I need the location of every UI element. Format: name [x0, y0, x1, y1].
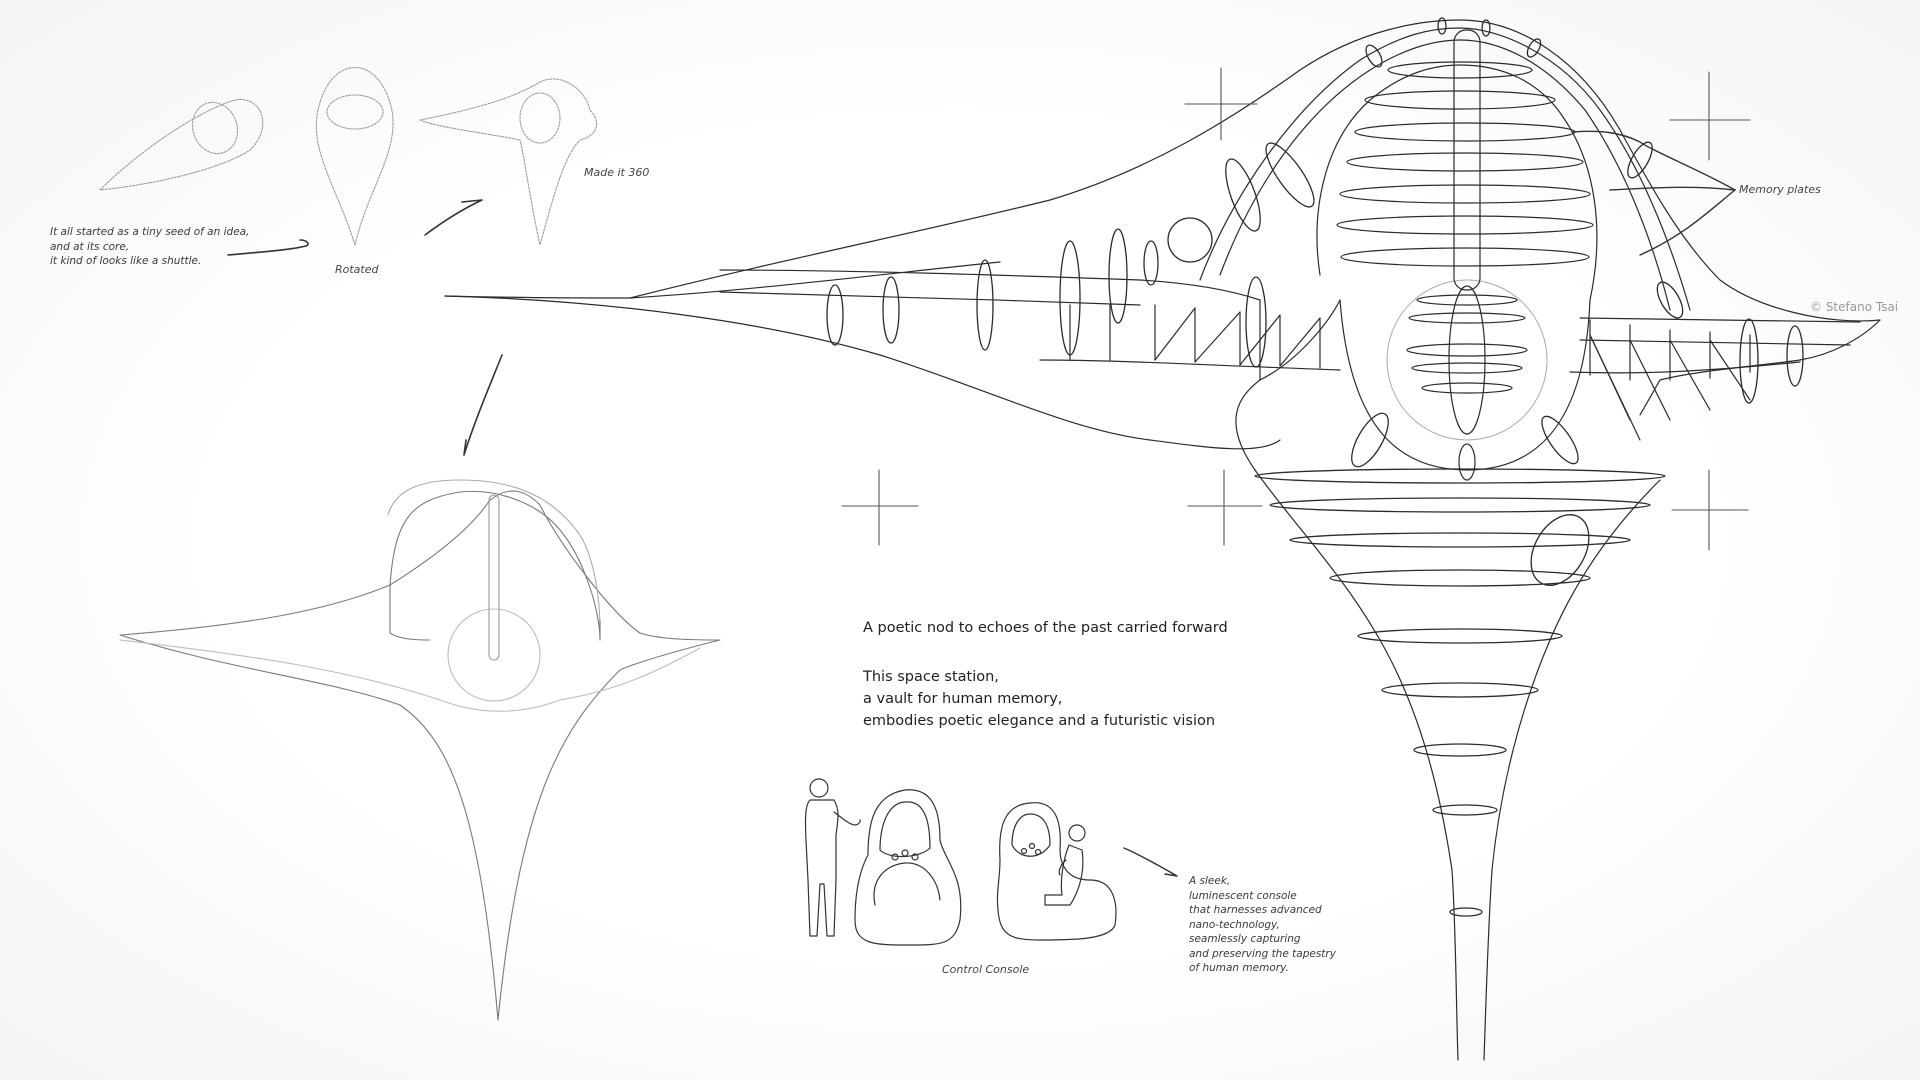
console-description: A sleek, luminescent console that harnes…: [1189, 874, 1336, 976]
memory-plates: [1336, 61, 1594, 394]
rotated-sketch: [315, 66, 394, 246]
seed-note-line: and at its core,: [50, 240, 130, 253]
console-description-line: luminescent console: [1189, 889, 1297, 902]
console-description-line: A sleek,: [1189, 875, 1231, 887]
360-sketch: [419, 78, 598, 246]
made-360-label: Made it 360: [584, 166, 650, 179]
console-description-line: nano-technology,: [1189, 918, 1280, 931]
station-side-view: [119, 479, 721, 1021]
crosshair-marks: [841, 67, 1751, 551]
console-description-line: of human memory.: [1189, 962, 1289, 974]
rotated-label: Rotated: [335, 263, 379, 276]
console-pod-left: [854, 789, 962, 946]
memory-plates-leaders: [1571, 130, 1736, 256]
statement-line: embodies poetic elegance and a futuristi…: [863, 713, 1216, 729]
credit-label: © Stefano Tsai: [1810, 300, 1899, 314]
control-console-label: Control Console: [942, 963, 1030, 976]
console-description-line: and preserving the tapestry: [1189, 947, 1336, 960]
seed-note: It all started as a tiny seed of an idea…: [50, 225, 249, 269]
console-description-line: seamlessly capturing: [1189, 933, 1301, 945]
seated-figure: [1044, 824, 1086, 906]
stem-rings: [1254, 468, 1666, 917]
arrow-icon: [227, 199, 503, 456]
statement-line: a vault for human memory,: [863, 691, 1063, 707]
memory-plates-label: Memory plates: [1739, 183, 1821, 196]
console-pod-right: [996, 802, 1117, 941]
statement-body: This space station, a vault for human me…: [863, 666, 1215, 732]
seed-sketch: [99, 98, 264, 191]
space-station-render: [444, 19, 1881, 1061]
statement-headline: A poetic nod to echoes of the past carri…: [863, 620, 1228, 636]
seed-note-line: it kind of looks like a shuttle.: [50, 255, 202, 267]
statement-line: This space station,: [863, 669, 999, 685]
arrow-icon: [1123, 847, 1178, 877]
wing-rings: [826, 17, 1804, 586]
standing-figure: [804, 778, 861, 937]
seed-note-line: It all started as a tiny seed of an idea…: [50, 226, 250, 238]
console-description-line: that harnesses advanced: [1189, 904, 1322, 916]
